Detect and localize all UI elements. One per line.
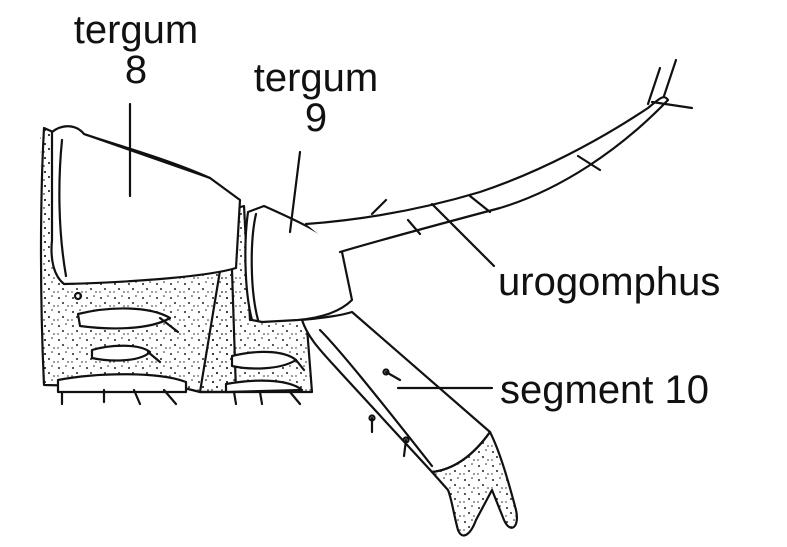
segment10-tube <box>302 312 490 472</box>
tergum8-plate <box>52 126 241 284</box>
label-segment10: segment 10 <box>500 370 709 410</box>
label-tergum9-num: 9 <box>236 98 396 138</box>
label-tergum8-num: 8 <box>56 50 216 90</box>
label-tergum9: tergum 9 <box>236 58 396 138</box>
label-tergum8: tergum 8 <box>56 10 216 90</box>
label-urogomphus: urogomphus <box>498 262 720 302</box>
label-tergum8-word: tergum <box>56 10 216 50</box>
label-tergum9-word: tergum <box>236 58 396 98</box>
urogomphus-tip <box>648 60 692 108</box>
sclerite-8c <box>58 374 186 392</box>
